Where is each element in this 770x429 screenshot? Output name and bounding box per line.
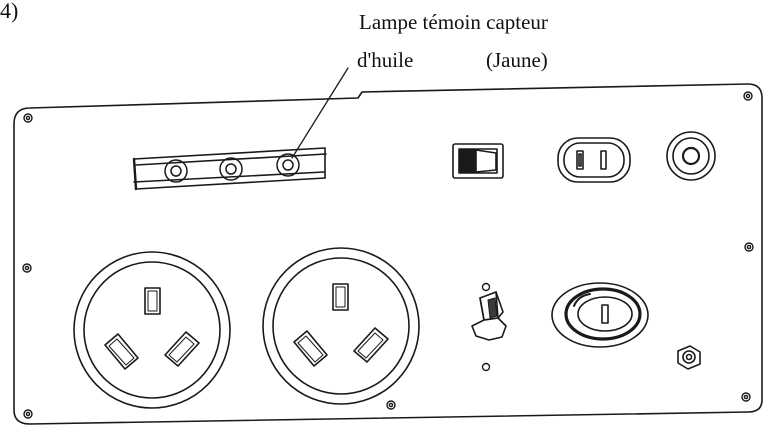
rocker-switch [452,143,504,179]
breaker-knob [471,291,507,341]
indicator-lamp-strip [132,147,327,191]
panel-screws [22,91,754,419]
callout-leader-line [291,67,349,159]
us-socket [557,137,631,183]
indicator-lamp-1 [164,159,188,183]
screw-mid-right [744,242,754,252]
screw-bottom-left [23,409,33,419]
screw-top-left [23,113,33,123]
dc-terminal [666,131,716,181]
screw-mid-left [22,263,32,273]
indicator-lamp-oil-sensor [276,153,300,177]
callout-label-line2-right: (Jaune) [486,48,548,72]
indicator-lamp-2 [219,157,243,181]
round-reset-button [551,282,649,348]
figure-number: 4) [0,0,19,23]
callout-label-line1: Lampe témoin capteur [359,10,548,34]
au-socket-2 [262,247,420,405]
au-socket-1 [73,251,231,409]
screw-breaker-bottom [481,362,491,372]
screw-bottom-right [741,392,751,402]
ground-nut [677,345,701,370]
panel-outline [13,83,763,425]
screw-top-right [743,91,753,101]
screw-bottom-mid [386,400,396,410]
screw-breaker-top [481,282,491,292]
callout-label-line2-left: d'huile [357,48,414,72]
